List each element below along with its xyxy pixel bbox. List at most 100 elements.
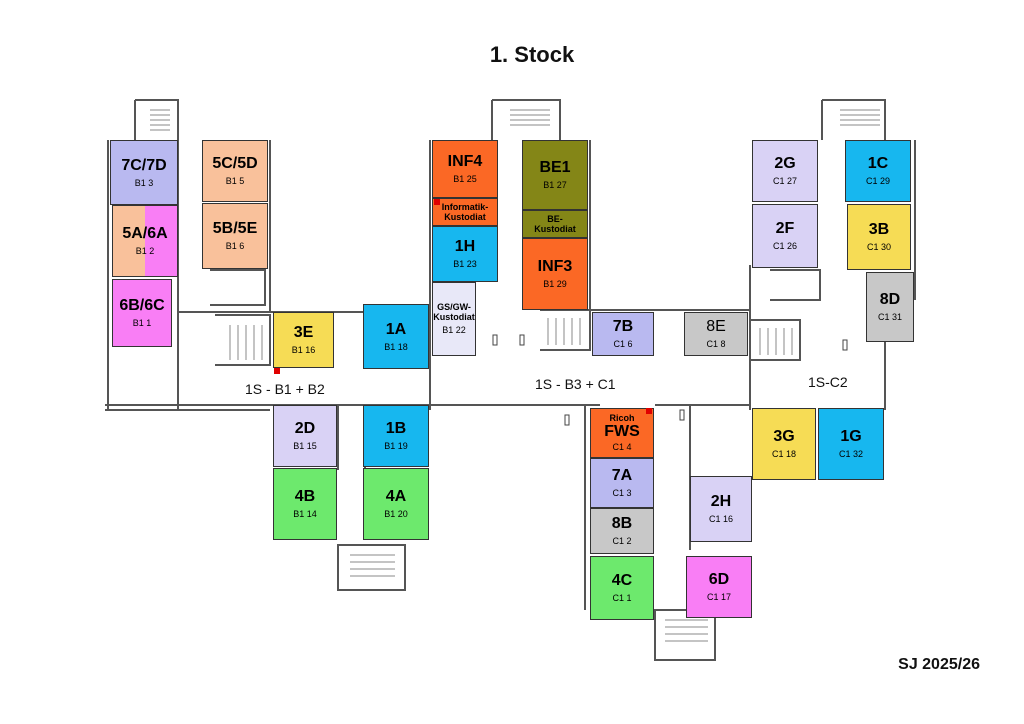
room-be1-code: BE1 [539,159,571,176]
room-4c-code: 4C [611,572,633,589]
room-ricoh-fws[interactable]: Ricoh FWS C1 4 [590,408,654,458]
room-6b-6c[interactable]: 6B/6C B1 1 [112,279,172,347]
room-8e[interactable]: 8E C1 8 [684,312,748,356]
room-6d-code: 6D [708,571,730,588]
room-informatik-kustodiat[interactable]: Informatik- Kustodiat [432,198,498,226]
room-1a-code: 1A [385,320,407,338]
room-1c[interactable]: 1C C1 29 [845,140,911,202]
room-1b-number: B1 19 [384,441,408,451]
room-7c-7d[interactable]: 7C/7D B1 3 [110,140,178,205]
room-2h-number: C1 16 [708,514,734,524]
zone-label-right: 1S-C2 [808,374,848,390]
room-3b[interactable]: 3B C1 30 [847,204,911,270]
room-2f-number: C1 26 [772,241,798,251]
room-2d-code: 2D [294,420,316,437]
room-7b[interactable]: 7B C1 6 [592,312,654,356]
room-informatik-kustodiat-label: Informatik- Kustodiat [441,202,489,222]
room-3e[interactable]: 3E B1 16 [273,312,334,368]
room-2f[interactable]: 2F C1 26 [752,204,818,268]
room-3b-number: C1 30 [866,242,892,252]
room-4b[interactable]: 4B B1 14 [273,468,337,540]
room-7a[interactable]: 7A C1 3 [590,458,654,508]
room-2h[interactable]: 2H C1 16 [690,476,752,542]
room-2g-code: 2G [774,155,796,172]
room-4b-number: B1 14 [293,509,317,519]
room-5b-5e[interactable]: 5B/5E B1 6 [202,203,268,269]
room-5b-5e-number: B1 6 [225,241,245,251]
room-5a-6a[interactable] [145,205,178,277]
room-2d-number: B1 15 [293,441,317,451]
room-1g[interactable]: 1G C1 32 [818,408,884,480]
room-6b-6c-code: 6B/6C [119,297,165,314]
room-7b-number: C1 6 [613,339,633,349]
room-4a[interactable]: 4A B1 20 [363,468,429,540]
room-1b-code: 1B [385,420,407,437]
room-1h-number: B1 23 [453,259,477,269]
room-2g[interactable]: 2G C1 27 [752,140,818,202]
room-8e-code: 8E [706,318,726,335]
room-5a-6a-label: 5A/6A B1 2 [112,205,178,277]
room-be1[interactable]: BE1 B1 27 [522,140,588,210]
room-gs-gw-kustodiat-number: B1 22 [442,325,466,335]
room-2f-code: 2F [775,220,795,237]
room-6d[interactable]: 6D C1 17 [686,556,752,618]
room-1a[interactable]: 1A B1 18 [363,304,429,369]
zone-label-center: 1S - B3 + C1 [535,376,616,392]
room-5a-6a-left [112,205,148,277]
room-7c-7d-code: 7C/7D [121,156,167,174]
red-marker [434,199,440,205]
room-6d-number: C1 17 [706,592,732,602]
room-3g-code: 3G [773,428,795,445]
room-8e-number: C1 8 [706,339,726,349]
room-1h[interactable]: 1H B1 23 [432,226,498,282]
page-title: 1. Stock [489,42,575,67]
red-marker [646,408,652,414]
room-8d-code: 8D [879,291,901,308]
room-ricoh-fws-number: C1 4 [612,442,632,452]
room-inf4-code: INF4 [447,153,483,170]
room-inf3-code: INF3 [537,258,573,275]
room-2d[interactable]: 2D B1 15 [273,405,337,467]
room-be1-number: B1 27 [543,180,567,190]
room-7a-number: C1 3 [612,488,632,498]
school-year-label: SJ 2025/26 [898,656,980,673]
room-3g-number: C1 18 [771,449,797,459]
room-4a-code: 4A [385,488,407,505]
room-6b-6c-number: B1 1 [132,318,152,328]
room-inf3[interactable]: INF3 B1 29 [522,238,588,310]
room-8b[interactable]: 8B C1 2 [590,508,654,554]
room-8b-code: 8B [611,515,633,532]
room-2h-code: 2H [710,493,732,510]
room-ricoh-fws-label: Ricoh [609,413,635,423]
room-7b-code: 7B [612,318,634,335]
room-7c-7d-number: B1 3 [134,177,154,188]
room-1c-code: 1C [867,155,889,172]
room-inf4[interactable]: INF4 B1 25 [432,140,498,198]
room-5c-5d-code: 5C/5D [212,155,258,172]
room-5a-6a-code: 5A/6A [122,225,168,242]
room-be-kustodiat-label: BE- Kustodiat [534,214,576,234]
room-gs-gw-kustodiat-label: GS/GW- Kustodiat [433,302,475,322]
room-gs-gw-kustodiat[interactable]: GS/GW- Kustodiat B1 22 [432,282,476,356]
room-1b[interactable]: 1B B1 19 [363,405,429,467]
room-3e-number: B1 16 [291,345,316,355]
zone-label-left: 1S - B1 + B2 [245,381,325,397]
room-2g-number: C1 27 [772,176,798,186]
room-4c[interactable]: 4C C1 1 [590,556,654,620]
room-7a-code: 7A [611,467,633,484]
room-8d[interactable]: 8D C1 31 [866,272,914,342]
room-5c-5d[interactable]: 5C/5D B1 5 [202,140,268,202]
room-5c-5d-number: B1 5 [225,176,245,186]
room-inf4-number: B1 25 [453,174,477,184]
room-1c-number: C1 29 [865,176,891,186]
room-1g-code: 1G [840,428,862,445]
room-1h-code: 1H [454,238,476,255]
room-5a-6a-number: B1 2 [135,246,155,256]
red-marker [274,368,280,374]
room-3g[interactable]: 3G C1 18 [752,408,816,480]
room-1g-number: C1 32 [838,449,864,459]
room-4c-number: C1 1 [612,593,632,603]
room-be-kustodiat[interactable]: BE- Kustodiat [522,210,588,238]
room-8d-number: C1 31 [877,312,903,322]
